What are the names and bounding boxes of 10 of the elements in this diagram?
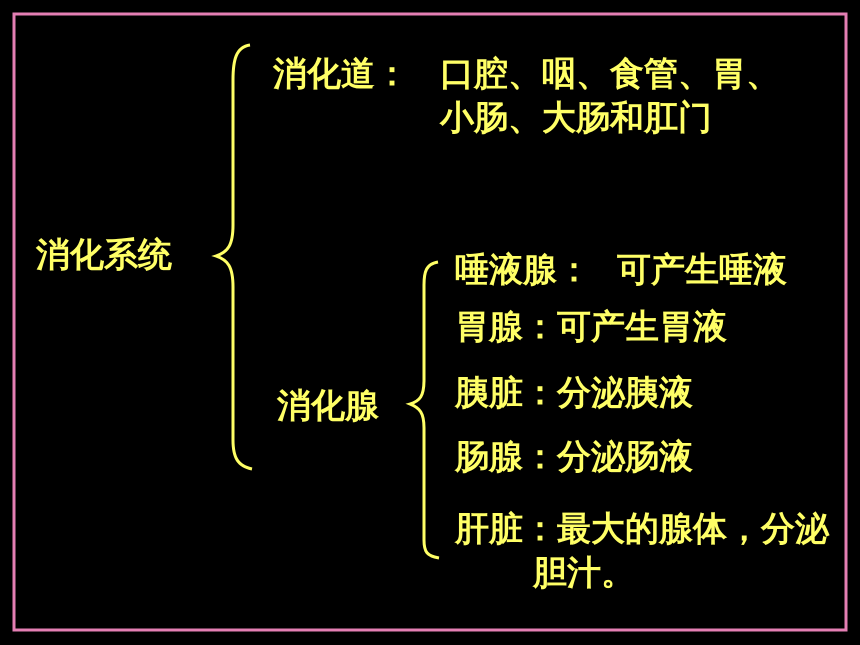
term-label: 消化道： — [273, 53, 409, 96]
list-item: 肝脏：最大的腺体，分泌胆汁。 — [455, 508, 830, 595]
list-item: 胰脏：分泌胰液 — [455, 372, 693, 415]
term-label: 唾液腺： — [455, 249, 591, 292]
description-text: 可产生唾液 — [617, 249, 787, 292]
term-label: 消化腺 — [277, 385, 379, 428]
term-label: 消化系统 — [36, 234, 172, 277]
list-item: 胃腺：可产生胃液 — [455, 306, 727, 349]
description-text: 口腔、咽、食管、胃、小肠、大肠和肛门 — [440, 53, 781, 140]
list-item: 肠腺：分泌肠液 — [455, 436, 693, 479]
